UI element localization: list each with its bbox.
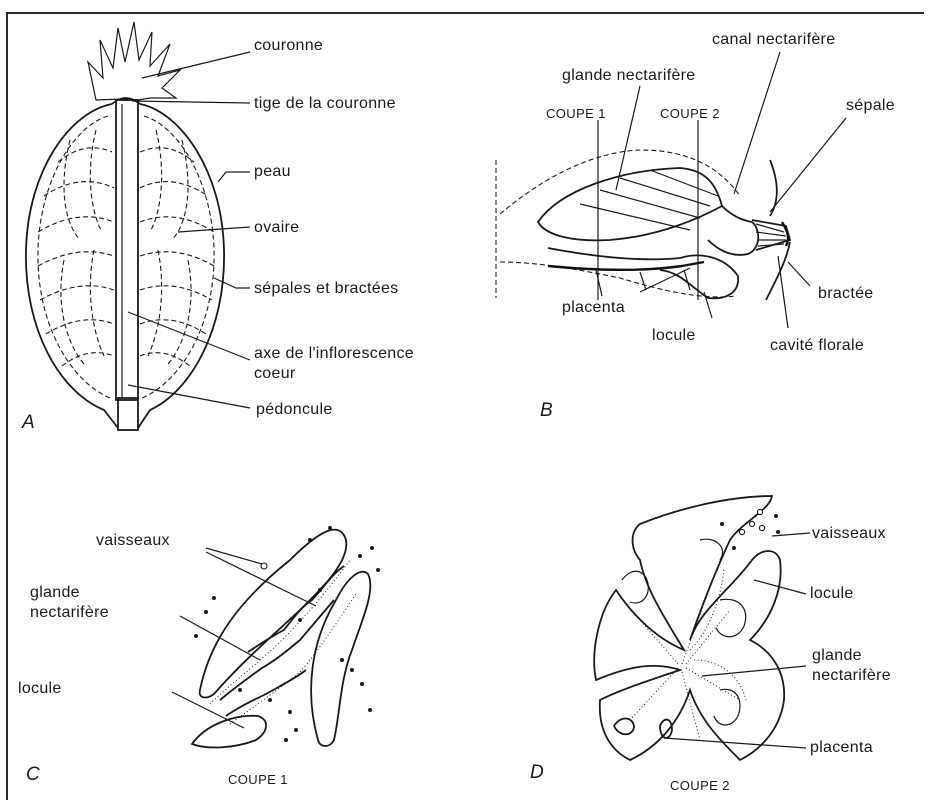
inflorescence-axis: [116, 100, 138, 400]
d-caption: COUPE 2: [670, 778, 730, 793]
b-locule-label: locule: [652, 327, 696, 344]
nectar-gland: [538, 168, 722, 240]
a-coeur-label: coeur: [254, 365, 296, 382]
b-glande-label: glande nectarifère: [562, 67, 696, 84]
panel-c-letter: C: [26, 764, 40, 785]
a-peau-label: peau: [254, 163, 291, 180]
c-locule-label: locule: [18, 680, 62, 697]
fruit-skin: [26, 104, 224, 428]
a-sepales-label: sépales et bractées: [254, 280, 398, 297]
fruitlets-right: [140, 130, 214, 366]
c-caption: COUPE 1: [228, 772, 288, 787]
d-outline: [594, 496, 784, 760]
b-coupe2-label: COUPE 2: [660, 106, 720, 121]
panel-a: couronne tige de la couronne peau ovaire…: [21, 22, 414, 433]
panel-b: canal nectarifère glande nectarifère COU…: [496, 31, 895, 421]
b-canal-label: canal nectarifère: [712, 31, 835, 48]
panel-a-letter: A: [21, 412, 35, 433]
panel-d: vaisseaux locule glande nectarifère plac…: [530, 496, 891, 793]
d-glande-label-1: glande: [812, 647, 862, 664]
panel-b-letter: B: [540, 400, 553, 421]
a-couronne-label: couronne: [254, 37, 323, 54]
c-glande-label-1: glande: [30, 584, 80, 601]
c-vaisseaux-label: vaisseaux: [96, 532, 170, 549]
b-coupe1-label: COUPE 1: [546, 106, 606, 121]
d-vaisseaux-label: vaisseaux: [812, 525, 886, 542]
panel-d-letter: D: [530, 762, 544, 783]
a-pedoncule-label: pédoncule: [256, 401, 333, 418]
a-ovaire-label: ovaire: [254, 219, 299, 236]
b-cavite-label: cavité florale: [770, 337, 864, 354]
fruitlets-left: [38, 130, 114, 366]
c-nectar-gland: [220, 566, 344, 716]
a-axe-label: axe de l'inflorescence: [254, 345, 414, 362]
a-tige-label: tige de la couronne: [254, 95, 396, 112]
b-bractee-label: bractée: [818, 285, 873, 302]
c-lobe-left: [200, 530, 347, 698]
b-sepale-label: sépale: [846, 97, 895, 114]
c-glande-label-2: nectarifère: [30, 604, 109, 621]
peduncle: [118, 398, 138, 430]
panel-c: vaisseaux glande nectarifère locule C CO…: [18, 526, 380, 787]
b-placenta-label: placenta: [562, 299, 625, 316]
crown-drawing: [88, 22, 180, 100]
d-locule-label: locule: [810, 585, 854, 602]
d-glande-label-2: nectarifère: [812, 667, 891, 684]
d-placenta-label: placenta: [810, 739, 873, 756]
